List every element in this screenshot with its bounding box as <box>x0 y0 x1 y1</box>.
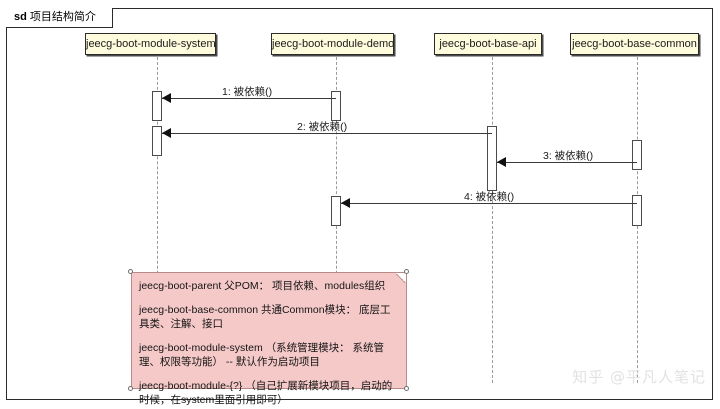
activation-system-2 <box>152 126 162 156</box>
note-handle-bottom-left[interactable] <box>128 386 133 391</box>
message-3-arrow <box>497 157 506 167</box>
message-2-line <box>162 133 492 134</box>
lifeline-api <box>492 57 493 383</box>
message-1-arrow <box>162 93 171 103</box>
participant-label: jeecg-boot-base-api <box>439 38 537 50</box>
activation-demo-2 <box>331 196 341 226</box>
message-3-label: 3: 被依赖() <box>543 150 594 162</box>
note-fold-corner <box>396 273 406 283</box>
frame-title: 项目结构简介 <box>29 11 96 23</box>
activation-common-1 <box>632 140 642 170</box>
activation-demo-1 <box>331 91 341 121</box>
message-4-label: 4: 被依赖() <box>464 191 515 203</box>
frame-keyword: sd <box>14 11 27 23</box>
participant-demo[interactable]: jeecg-boot-module-demo <box>271 33 394 55</box>
message-1-line <box>162 98 336 99</box>
message-4-arrow <box>341 198 350 208</box>
note-line-2: jeecg-boot-base-common 共通Common模块： 底层工具类… <box>139 303 391 331</box>
note-box[interactable]: jeecg-boot-parent 父POM： 项目依赖、modules组织 j… <box>131 272 407 406</box>
note-handle-bottom-right[interactable] <box>404 386 409 391</box>
participant-api[interactable]: jeecg-boot-base-api <box>434 33 542 55</box>
activation-system-1 <box>152 91 162 121</box>
message-1-label: 1: 被依赖() <box>222 86 273 98</box>
participant-label: jeecg-boot-module-system <box>86 38 216 50</box>
note-line-1: jeecg-boot-parent 父POM： 项目依赖、modules组织 <box>139 280 386 292</box>
participant-system[interactable]: jeecg-boot-module-system <box>85 33 216 55</box>
message-3-line <box>497 162 637 163</box>
message-4-line <box>341 203 637 204</box>
participant-common[interactable]: jeecg-boot-base-common <box>570 33 699 55</box>
lifeline-system <box>157 57 158 383</box>
participant-label: jeecg-boot-module-demo <box>272 38 395 50</box>
note-line-4: jeecg-boot-module-{?} （自己扩展新模块项目，启动的时候，在… <box>139 379 393 407</box>
message-2-arrow <box>162 128 171 138</box>
activation-common-2 <box>632 195 642 226</box>
participant-label: jeecg-boot-base-common <box>572 38 697 50</box>
activation-api-1 <box>487 126 497 191</box>
note-line-3: jeecg-boot-module-system （系统管理模块： 系统管理、权… <box>139 341 385 369</box>
note-handle-top-left[interactable] <box>128 269 133 274</box>
message-2-label: 2: 被依赖() <box>297 121 348 133</box>
note-handle-top-right[interactable] <box>404 269 409 274</box>
watermark: 知乎 @平凡人笔记 <box>572 368 706 386</box>
